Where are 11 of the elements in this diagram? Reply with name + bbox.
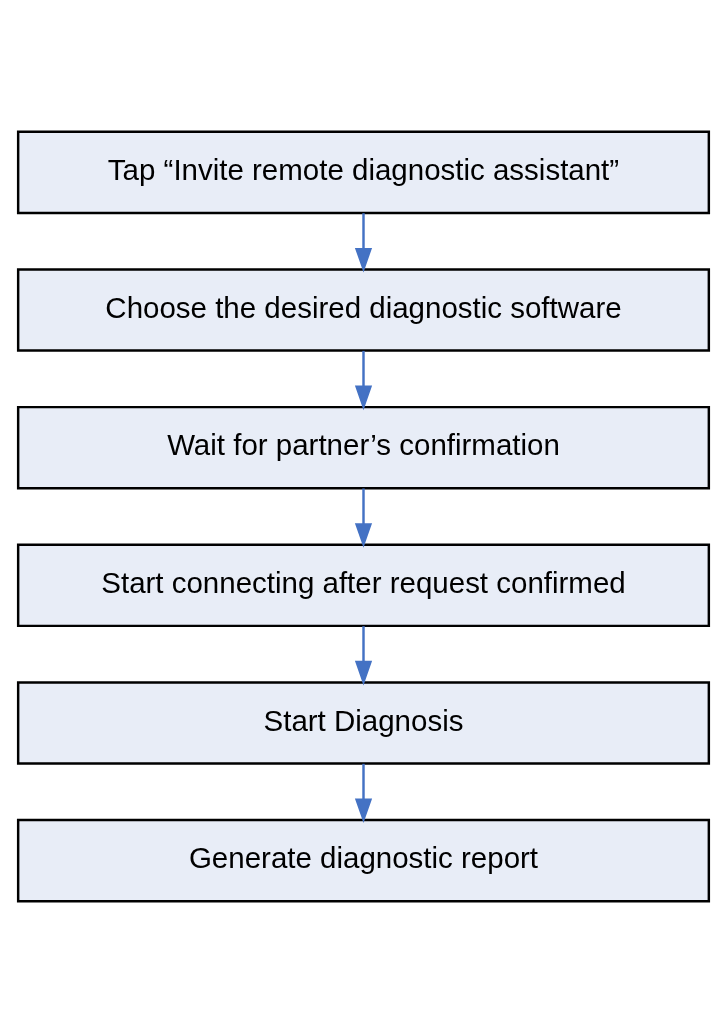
arrow [354, 213, 373, 273]
arrow [354, 763, 373, 824]
node-box: Start Diagnosis [16, 681, 711, 765]
node-box: Wait for partner’s confirmation [16, 405, 711, 490]
node-box: Generate diagnostic report [16, 818, 711, 903]
arrow [354, 488, 373, 548]
arrow [354, 350, 373, 411]
node-box: Start connecting after request confirmed [16, 543, 711, 628]
arrow [354, 626, 373, 686]
node-box: Tap “Invite remote diagnostic assistant” [16, 130, 711, 215]
node-box: Choose the desired diagnostic software [16, 268, 711, 352]
